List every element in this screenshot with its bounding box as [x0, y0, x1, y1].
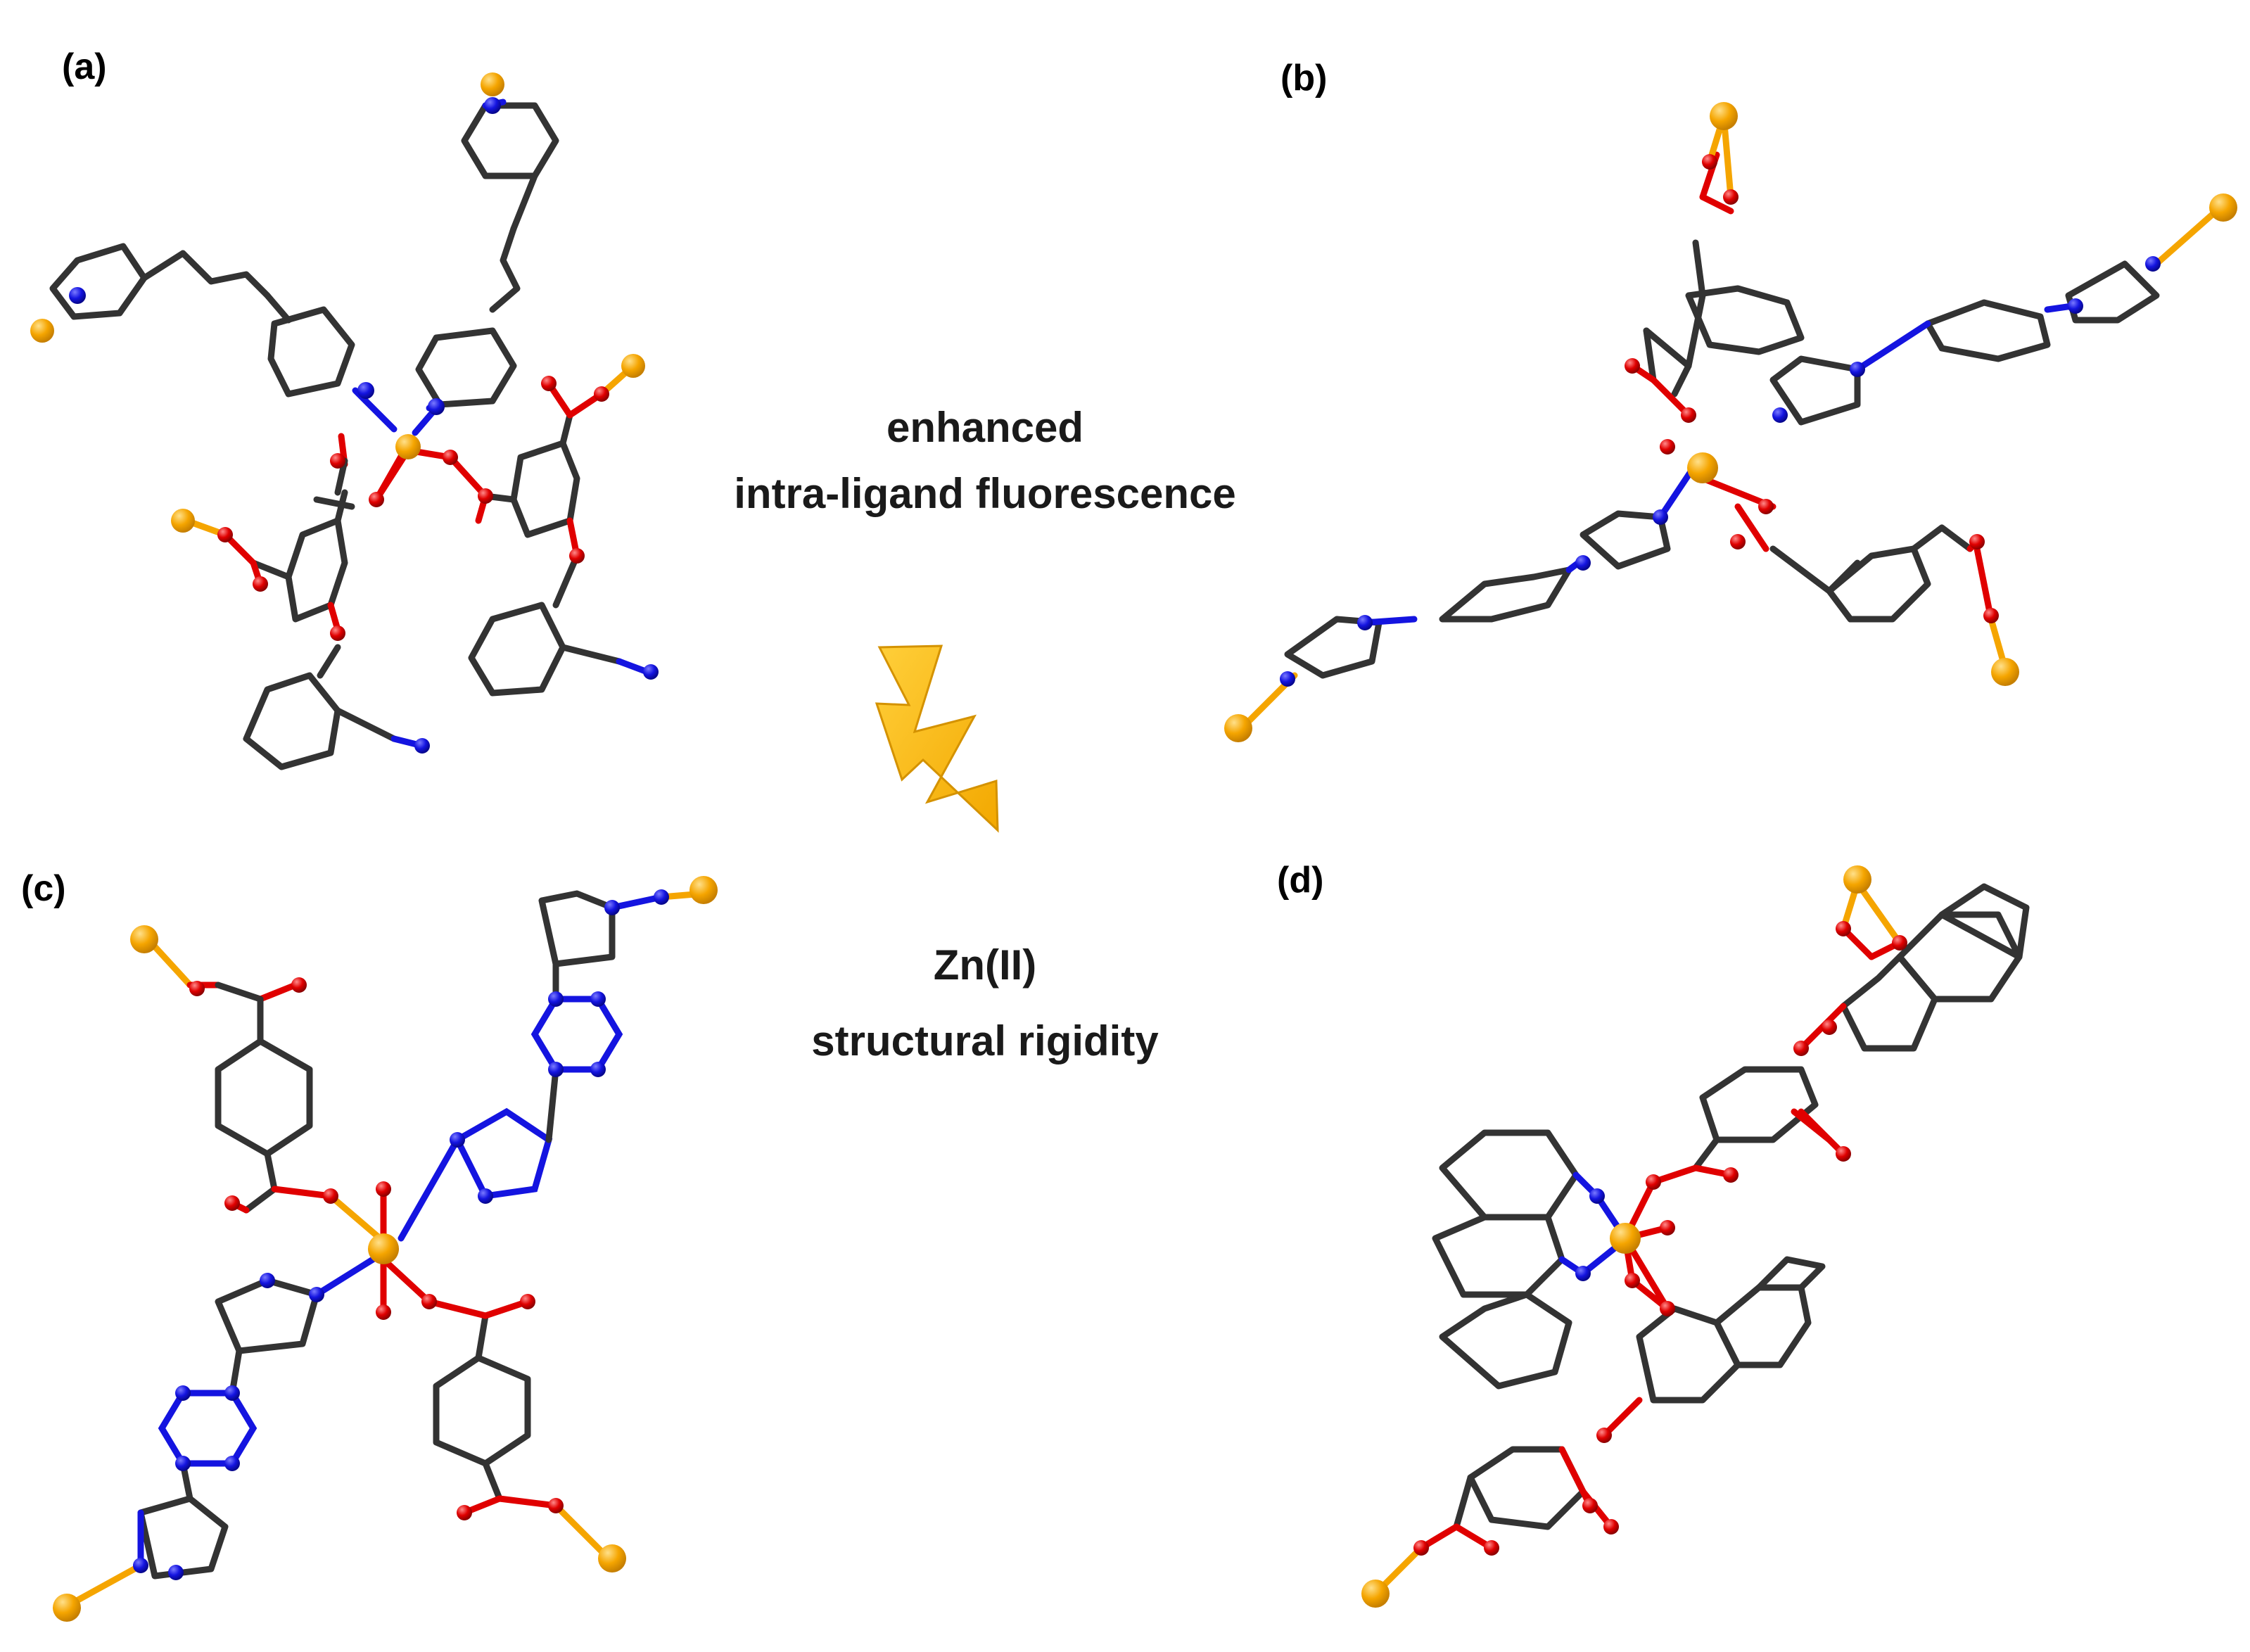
panel-label-c: (c): [21, 868, 66, 909]
caption-top-line1: enhanced: [886, 404, 1083, 451]
panel-label-b: (b): [1280, 58, 1327, 99]
panel-label-d: (d): [1277, 860, 1323, 901]
caption-top-line2: intra-ligand fluorescence: [734, 470, 1236, 517]
molecule-panel-b: [1224, 102, 2237, 742]
panel-label-a: (a): [62, 46, 107, 87]
molecule-panel-d: [1361, 865, 2030, 1608]
molecule-panel-c: [53, 876, 718, 1622]
caption-bottom-line2: structural rigidity: [811, 1017, 1159, 1065]
molecule-panel-a: [30, 72, 659, 770]
caption-bottom-line1: Zn(II): [934, 941, 1037, 989]
lightning-bolt-icon: [875, 644, 999, 833]
